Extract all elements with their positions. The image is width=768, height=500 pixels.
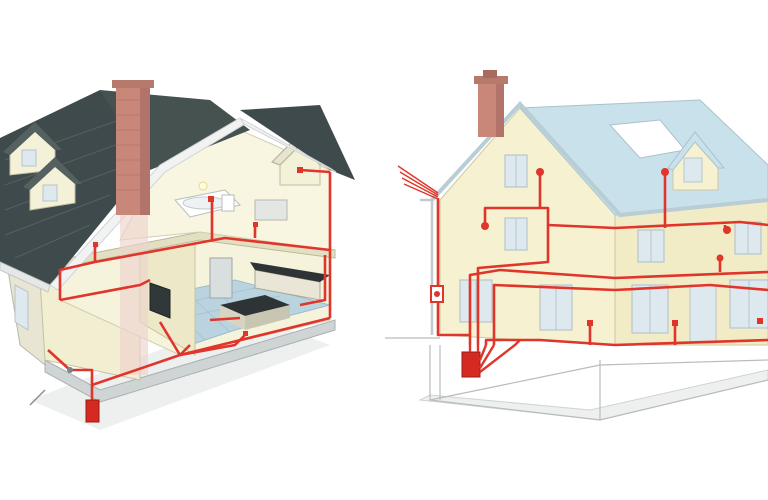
- right-consumer-unit-feeds: [468, 339, 521, 373]
- left-roof-right: [240, 105, 355, 180]
- left-foundation: [44, 319, 336, 403]
- fridge-icon: [209, 257, 233, 299]
- right-consumer-unit: [461, 351, 481, 378]
- right-service-cable: [397, 165, 439, 200]
- left-consumer-unit: [85, 399, 100, 423]
- left-service-line: [29, 389, 46, 406]
- right-chimney: [474, 70, 508, 137]
- bathtub-rim: [182, 196, 228, 210]
- right-roof-edge: [430, 101, 768, 218]
- left-chimney: [112, 80, 154, 375]
- right-dormer-roof: [667, 131, 726, 171]
- left-meter-icon: [67, 367, 73, 373]
- wall-light-icon: [198, 181, 208, 191]
- kitchen-island: [220, 295, 290, 316]
- left-eaves: [0, 261, 51, 293]
- left-roof-dormers: [3, 122, 82, 211]
- right-wiring-house: [385, 70, 768, 421]
- right-dormer-window: [683, 157, 703, 183]
- left-cutaway-house: [0, 80, 355, 430]
- left-outlets: [93, 167, 303, 336]
- tv-icon: [149, 282, 171, 319]
- right-wiring-circuits: [436, 175, 768, 347]
- left-wiring: [47, 168, 332, 400]
- right-window-mullions: [475, 155, 750, 333]
- right-wire-nodes: [481, 168, 763, 326]
- right-front-door: [689, 284, 717, 344]
- left-gable-edge-right: [239, 117, 337, 173]
- kitchen-counter-top: [250, 262, 330, 282]
- kitchen-island-side: [245, 305, 290, 330]
- right-meter-dial-icon: [434, 291, 440, 297]
- bathroom-sink-icon: [221, 194, 235, 212]
- left-side-window: [14, 284, 29, 331]
- right-downpipe: [420, 198, 434, 335]
- shelf-unit: [254, 199, 288, 221]
- right-foundation-outline: [429, 345, 768, 421]
